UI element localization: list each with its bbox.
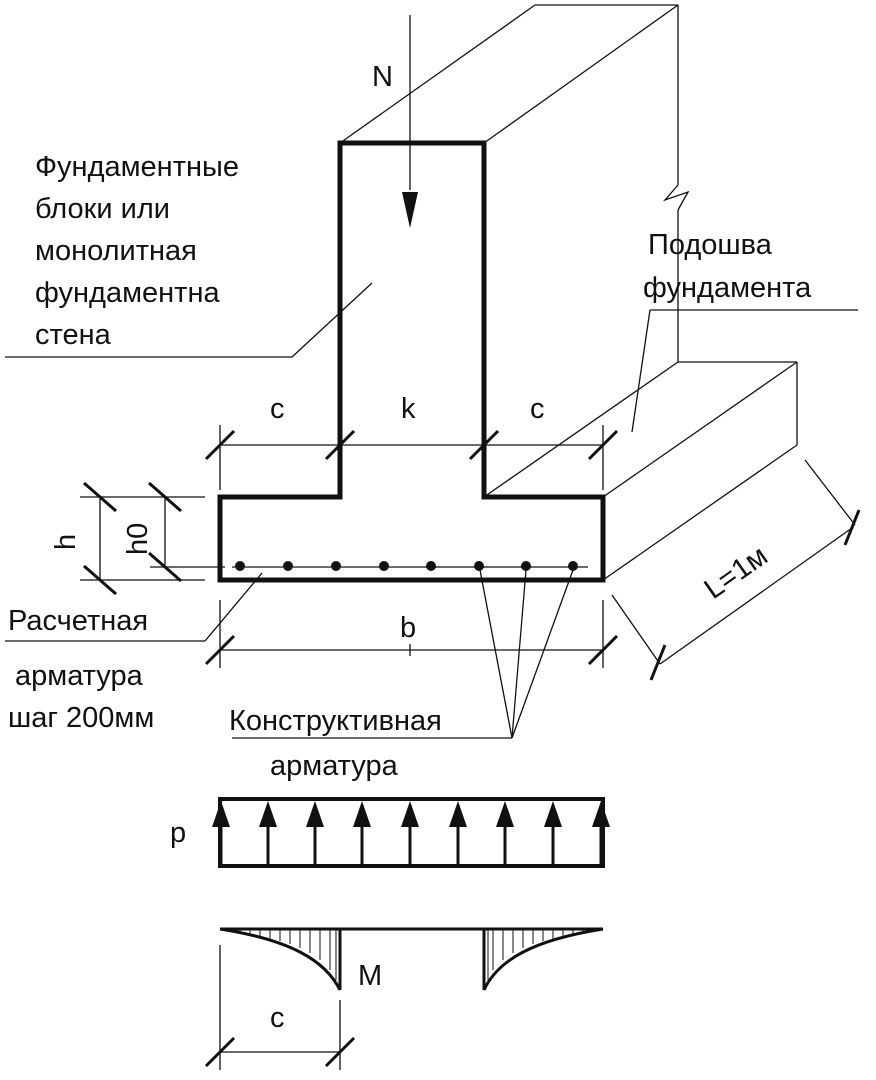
dimension-h: [80, 481, 205, 596]
wall-caption-line-5: стена: [35, 319, 112, 351]
wall-caption-line-1: Фундаментные: [35, 151, 239, 183]
calc-rebar-line-1: Расчетная: [8, 605, 148, 637]
dim-h0-label: h0: [122, 523, 154, 555]
dim-c-left-label: c: [270, 393, 285, 425]
dim-c-bottom-label: c: [270, 1002, 285, 1034]
slab-perspective: [602, 361, 798, 581]
force-arrow: [402, 15, 418, 228]
dimension-b: [204, 600, 619, 668]
wall-caption: Фундаментные блоки или монолитная фундам…: [35, 151, 239, 351]
pressure-diagram: [212, 797, 610, 868]
rebar: [232, 561, 588, 571]
dim-c-right-label: c: [530, 393, 545, 425]
moment-label: M: [358, 960, 382, 992]
leader-calc-rebar: [5, 572, 263, 642]
foundation-section: [217, 140, 606, 583]
pressure-label: p: [170, 817, 186, 849]
wall-caption-line-2: блоки или: [35, 193, 170, 225]
dimension-c-bottom: [204, 945, 356, 1070]
calc-rebar-line-2: арматура: [15, 660, 144, 692]
dimension-h0: [148, 481, 225, 583]
sole-caption-line-2: фундамента: [643, 272, 812, 304]
constr-rebar-line-2: арматура: [270, 750, 399, 782]
leader-constr-rebar: [232, 569, 574, 739]
dim-b-label: b: [400, 612, 416, 644]
calc-rebar-line-3: шаг 200мм: [8, 702, 154, 734]
force-label: N: [372, 61, 393, 93]
moment-diagram: [219, 927, 604, 991]
sole-caption-line-1: Подошва: [648, 229, 773, 261]
wall-caption-line-3: монолитная: [35, 235, 197, 267]
dim-h-label: h: [50, 534, 82, 550]
dimension-c-k-c: [204, 425, 619, 490]
dimension-L: [611, 459, 861, 681]
wall-perspective: [339, 4, 690, 498]
constr-rebar-caption: Конструктивная арматура: [229, 705, 442, 782]
constr-rebar-line-1: Конструктивная: [229, 705, 442, 737]
dim-L-label: L=1м: [699, 540, 774, 606]
leader-sole: [631, 309, 858, 433]
leader-wall: [5, 282, 373, 358]
sole-caption: Подошва фундамента: [643, 229, 812, 304]
dim-k-label: k: [401, 393, 416, 425]
wall-caption-line-4: фундаментна: [35, 277, 220, 309]
calc-rebar-caption: Расчетная арматура шаг 200мм: [8, 605, 154, 734]
